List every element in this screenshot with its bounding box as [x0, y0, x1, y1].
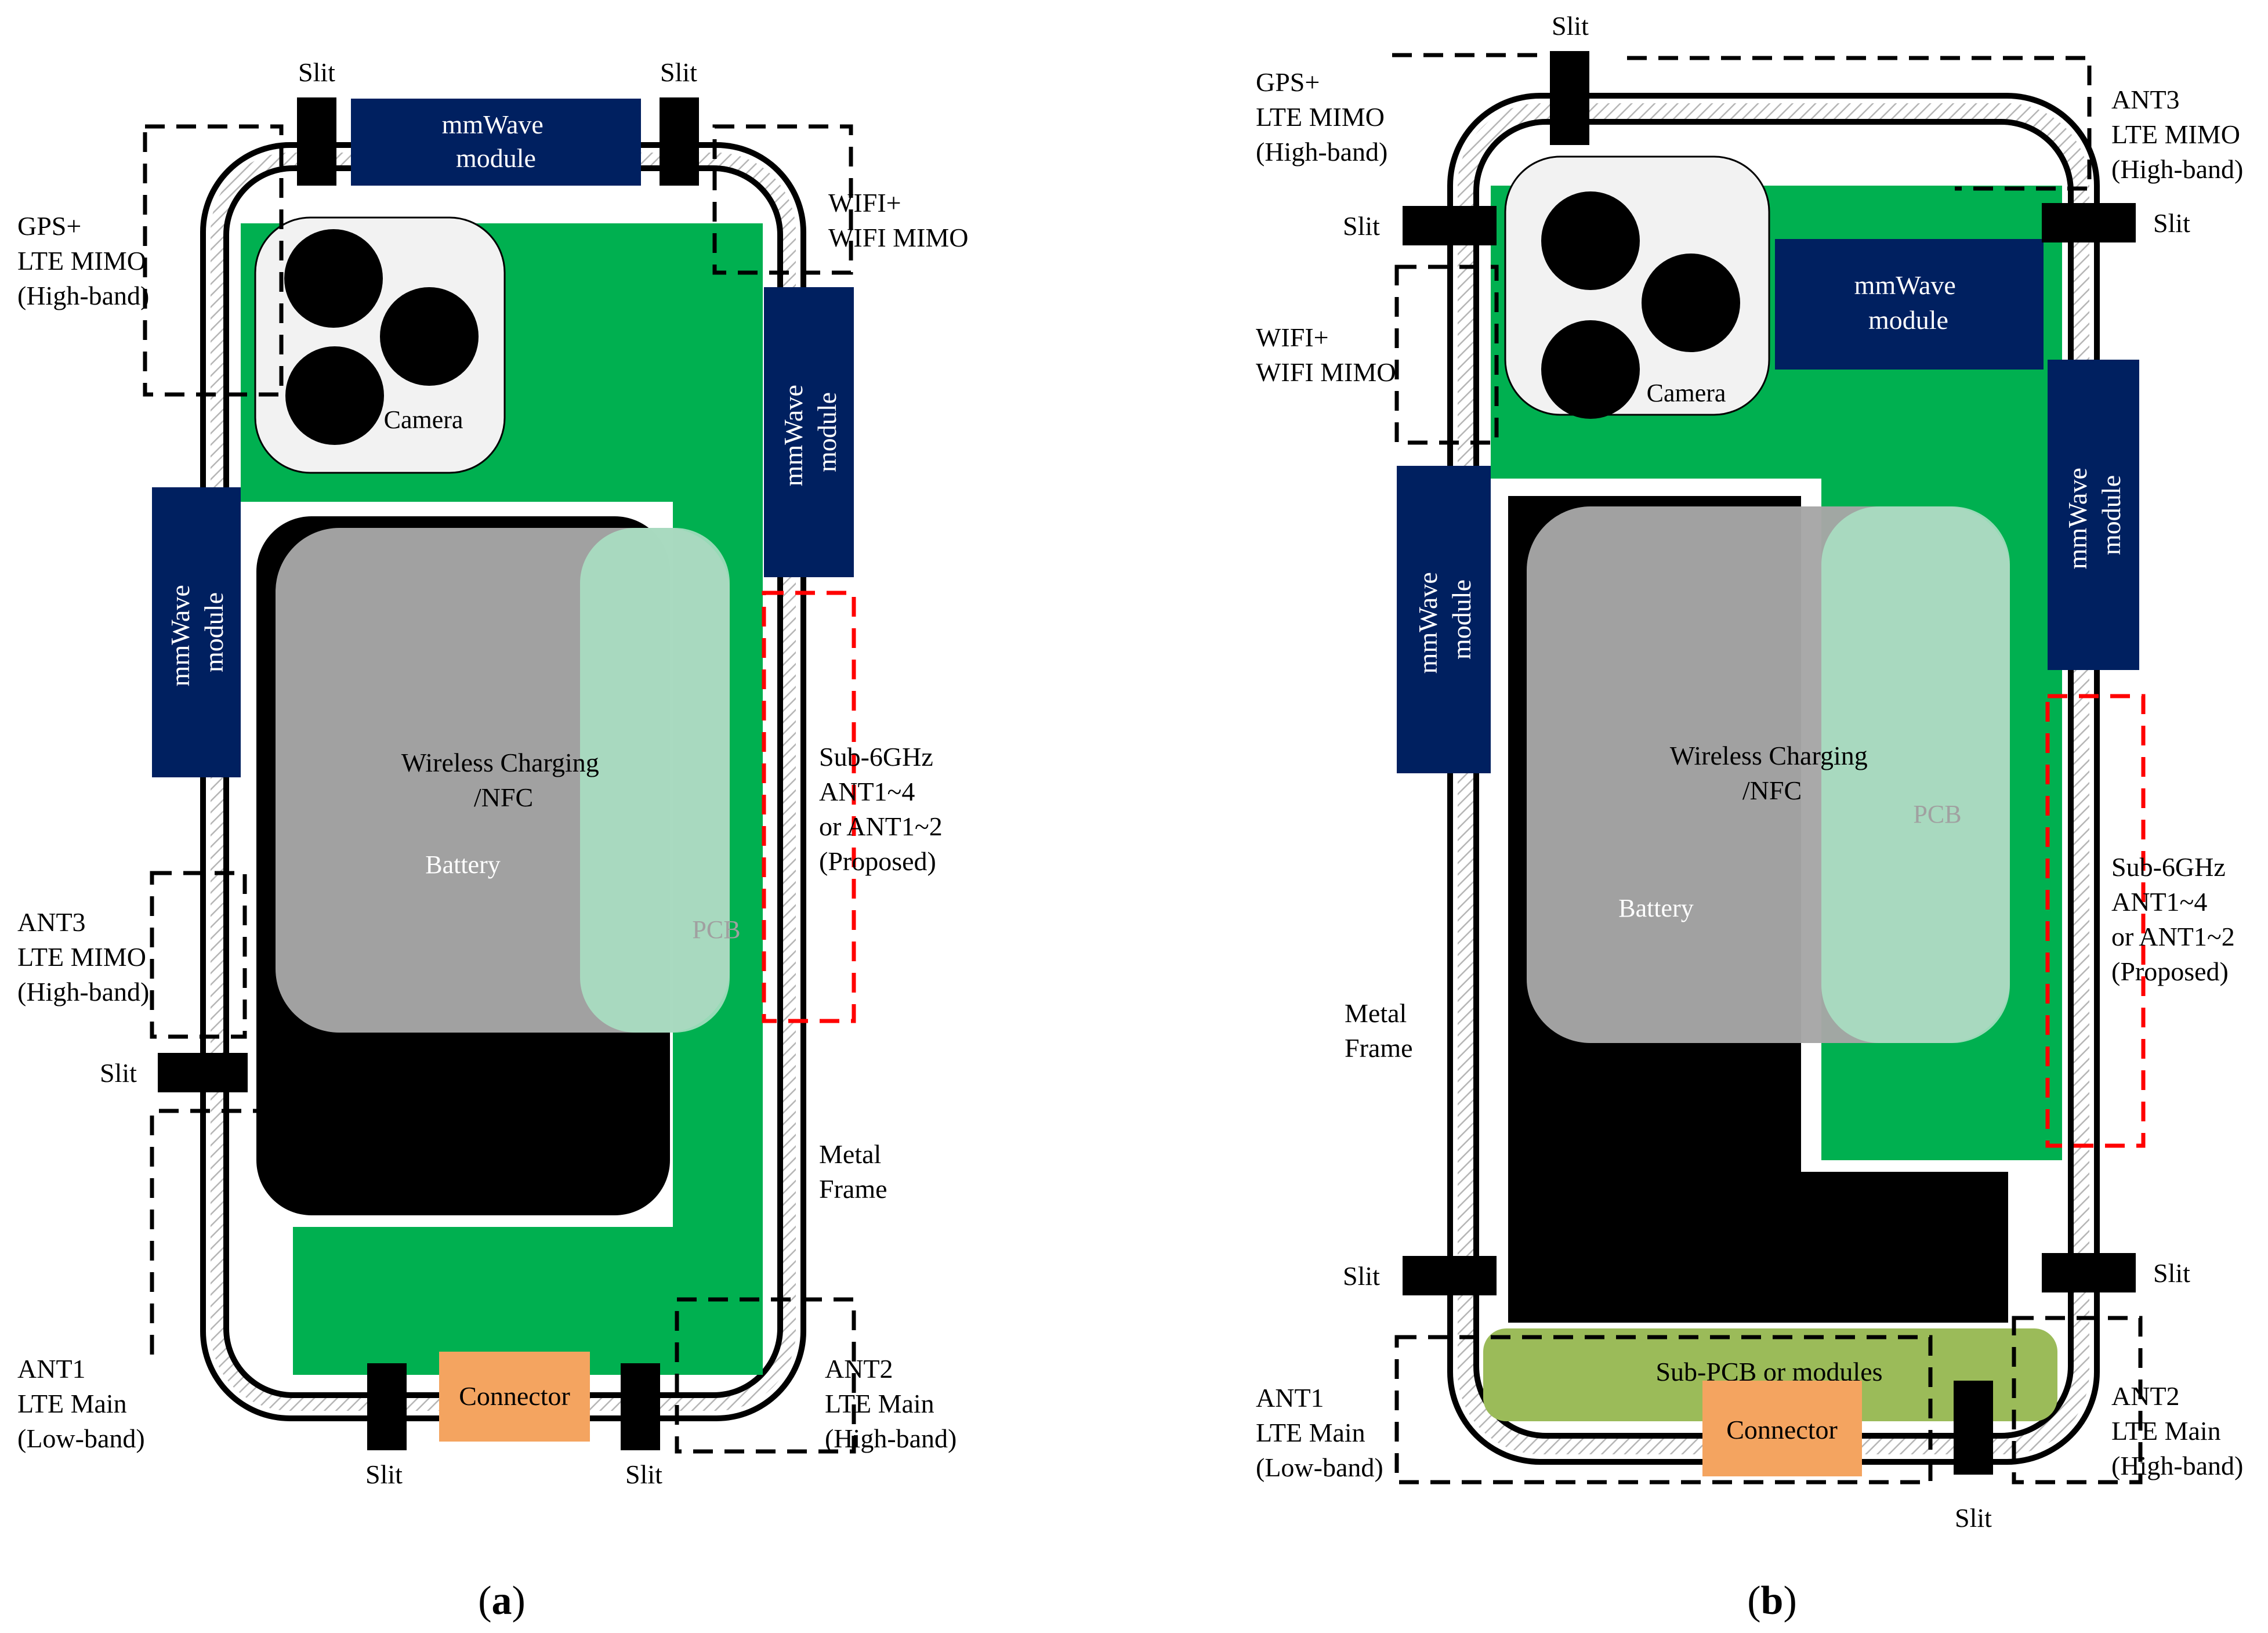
panel-a-mmwave-module-right — [764, 287, 854, 577]
panel-a-ant1-antenna-region — [150, 1109, 256, 1355]
panel-a-slit-top-left — [297, 97, 336, 186]
panel-a-slit-bottom-left-label: Slit — [365, 1460, 403, 1489]
panel-a-slit-left — [158, 1053, 248, 1092]
panel-a-mmwave-module-top — [351, 99, 641, 186]
panel-b-camera-lens-2 — [1642, 254, 1740, 352]
panel-a-mmwave-right-label: mmWave module — [778, 378, 842, 487]
panel-b-ant2-label: ANT2 LTE Main (High-band) — [2111, 1381, 2243, 1480]
panel-b-slit-bottom — [1954, 1381, 1993, 1475]
panel-b-slit-top-left — [1403, 206, 1497, 245]
panel-b-connector-label: Connector — [1726, 1415, 1838, 1444]
panel-b-slit-top-label: Slit — [1552, 11, 1589, 41]
panel-a-connector — [439, 1352, 590, 1442]
panel-b-slit-bottom-left — [1403, 1256, 1497, 1295]
panel-a-sub6-label: Sub-6GHz ANT1~4 or ANT1~2 (Proposed) — [819, 742, 949, 876]
panel-a-wifi-antenna-region — [712, 124, 853, 275]
panel-a-wireless-label: Wireless Charging /NFC — [401, 748, 606, 812]
panel-a-ant3-label: ANT3 LTE MIMO (High-band) — [17, 907, 153, 1006]
panel-b-slit-top-left-label: Slit — [1343, 211, 1380, 241]
panel-b-ant3-antenna-region — [1627, 56, 2092, 191]
panel-b: Camera Wireless Charging /NFC Battery PC… — [1256, 11, 2247, 1623]
panel-a-camera-lens-3 — [285, 346, 384, 445]
panel-b-connector — [1702, 1381, 1862, 1476]
panel-b-slit-top-right-label: Slit — [2153, 208, 2190, 238]
panel-b-pcb-overlay — [1821, 506, 2010, 1043]
panel-b-caption: (b) — [1747, 1578, 1797, 1623]
panel-b-slit-bottom-left-label: Slit — [1343, 1261, 1380, 1291]
panel-b-mmwave-module-top — [1775, 239, 2044, 370]
panel-b-mmwave-module-left — [1397, 466, 1491, 773]
panel-b-slit-bottom-right-label: Slit — [2153, 1258, 2190, 1288]
panel-a-slit-bottom-left — [367, 1363, 407, 1450]
panel-b-metal-frame-label: Metal Frame — [1345, 998, 1414, 1063]
panel-a-mmwave-module-left — [152, 487, 241, 777]
panel-a-slit-top-right — [660, 97, 699, 186]
panel-a-slit-top-right-label: Slit — [660, 57, 697, 87]
panel-a-gps-label: GPS+ LTE MIMO (High-band) — [17, 211, 153, 310]
panel-a-caption: (a) — [478, 1578, 526, 1623]
panel-b-mmwave-top-label: mmWave module — [1854, 270, 1963, 335]
panel-b-ant1-label: ANT1 LTE Main (Low-band) — [1256, 1383, 1383, 1482]
panel-a-wifi-label: WIFI+ WIFI MIMO — [828, 188, 968, 252]
panel-a-metal-frame-label: Metal Frame — [819, 1139, 888, 1204]
panel-a-slit-bottom-right-label: Slit — [625, 1460, 662, 1489]
panel-b-wifi-antenna-region — [1394, 265, 1499, 445]
panel-b-pcb-label: PCB — [1913, 800, 1961, 828]
panel-a-camera-lens-1 — [284, 229, 383, 328]
panel-a-pcb-label: PCB — [692, 915, 740, 944]
panel-a-ant3-antenna-region — [150, 871, 247, 1039]
panel-b-ant3-label: ANT3 LTE MIMO (High-band) — [2111, 85, 2247, 184]
panel-b-wifi-label: WIFI+ WIFI MIMO — [1256, 323, 1396, 387]
panel-b-gps-label: GPS+ LTE MIMO (High-band) — [1256, 67, 1391, 166]
panel-a-slit-top-left-label: Slit — [298, 57, 335, 87]
panel-a-ant1-label: ANT1 LTE Main (Low-band) — [17, 1354, 145, 1453]
panel-b-sub6-label: Sub-6GHz ANT1~4 or ANT1~2 (Proposed) — [2111, 852, 2241, 986]
panel-a-slit-bottom-right — [621, 1363, 660, 1450]
panel-a-connector-label: Connector — [459, 1381, 570, 1411]
panel-a-mmwave-left-label: mmWave module — [165, 578, 229, 687]
panel-b-battery-label: Battery — [1618, 894, 1694, 922]
panel-b-slit-bottom-label: Slit — [1955, 1503, 1992, 1533]
panel-a-slit-left-label: Slit — [100, 1058, 137, 1088]
panel-b-slit-top — [1550, 51, 1589, 145]
panel-b-camera-label: Camera — [1647, 379, 1726, 407]
panel-a-camera-label: Camera — [384, 405, 463, 434]
panel-a-battery-label: Battery — [425, 850, 501, 879]
panel-b-wireless-label: Wireless Charging /NFC — [1670, 741, 1874, 805]
panel-b-mmwave-module-right — [2048, 360, 2139, 670]
panel-b-sub-pcb — [1483, 1328, 2057, 1421]
panel-b-camera-lens-1 — [1541, 191, 1640, 290]
panel-b-mmwave-left-label: mmWave module — [1413, 566, 1476, 674]
panel-b-mmwave-right-label: mmWave module — [2063, 461, 2126, 570]
panel-a: Camera Wireless Charging /NFC Battery PC… — [17, 57, 968, 1623]
panel-b-ant2-antenna-region — [2012, 1316, 2143, 1484]
panel-a-camera-lens-2 — [380, 287, 479, 386]
panel-a-sub6-antenna-region — [762, 591, 856, 1023]
panel-a-ant2-label: ANT2 LTE Main (High-band) — [825, 1354, 957, 1453]
panel-a-mmwave-top-label: mmWave module — [442, 110, 550, 173]
panel-a-gps-antenna-region — [143, 124, 284, 397]
panel-a-pcb-overlay — [580, 528, 730, 1033]
panel-b-ant1-antenna-region — [1394, 1335, 1933, 1484]
panel-b-slit-top-right — [2042, 203, 2136, 242]
panel-b-camera-lens-3 — [1541, 320, 1640, 419]
panel-a-ant2-antenna-region — [675, 1297, 856, 1454]
panel-b-sub6-antenna-region — [2045, 694, 2146, 1148]
panel-b-slit-bottom-right — [2042, 1253, 2136, 1292]
